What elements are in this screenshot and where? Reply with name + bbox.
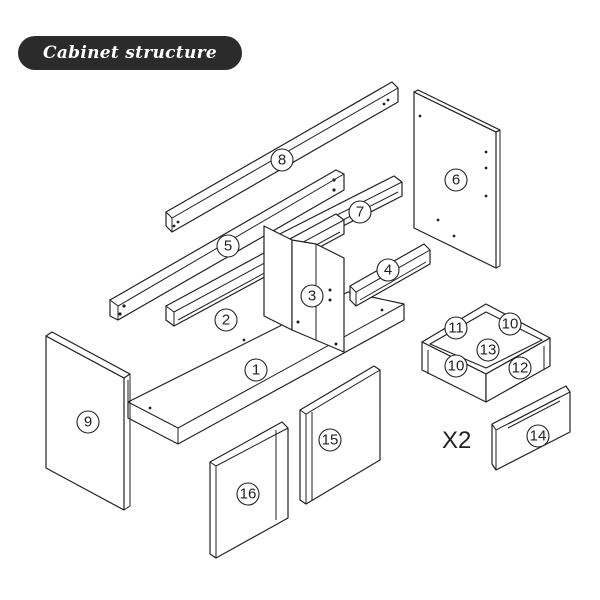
callout-1: 1 xyxy=(244,358,268,382)
callout-label-12: 12 xyxy=(512,360,529,377)
callout-3: 3 xyxy=(300,284,324,308)
callout-13: 13 xyxy=(476,338,500,362)
panel-3 xyxy=(263,225,345,353)
callout-label-10-bottom: 10 xyxy=(448,358,465,375)
callout-14: 14 xyxy=(526,424,550,448)
callout-label-7: 7 xyxy=(356,204,364,221)
callout-label-6: 6 xyxy=(452,172,460,189)
callout-label-5: 5 xyxy=(224,238,232,255)
callout-10-top: 10 xyxy=(498,312,522,336)
callout-label-16: 16 xyxy=(240,486,257,503)
callout-15: 15 xyxy=(318,428,342,452)
callout-label-3: 3 xyxy=(308,288,316,305)
callout-label-8: 8 xyxy=(278,152,286,169)
callout-label-9: 9 xyxy=(84,414,92,431)
callout-2: 2 xyxy=(214,308,238,332)
callout-7: 7 xyxy=(348,200,372,224)
callout-5: 5 xyxy=(216,234,240,258)
callout-label-15: 15 xyxy=(322,432,339,449)
drawer-quantity-note: X2 xyxy=(442,427,471,454)
callout-11: 11 xyxy=(444,316,468,340)
callout-label-1: 1 xyxy=(252,362,260,379)
callout-8: 8 xyxy=(270,148,294,172)
callout-label-11: 11 xyxy=(448,320,464,337)
callout-label-2: 2 xyxy=(222,312,230,329)
callout-label-4: 4 xyxy=(384,262,392,279)
callout-4: 4 xyxy=(376,258,400,282)
callout-12: 12 xyxy=(508,356,532,380)
callout-9: 9 xyxy=(76,410,100,434)
callout-label-13: 13 xyxy=(480,342,497,359)
callout-label-10-top: 10 xyxy=(502,316,519,333)
title-badge: Cabinet structure xyxy=(18,36,242,70)
diagram-title: Cabinet structure xyxy=(42,43,217,63)
callout-label-14: 14 xyxy=(530,428,547,445)
callout-6: 6 xyxy=(444,168,468,192)
callout-10-bottom: 10 xyxy=(444,354,468,378)
callout-16: 16 xyxy=(236,482,260,506)
